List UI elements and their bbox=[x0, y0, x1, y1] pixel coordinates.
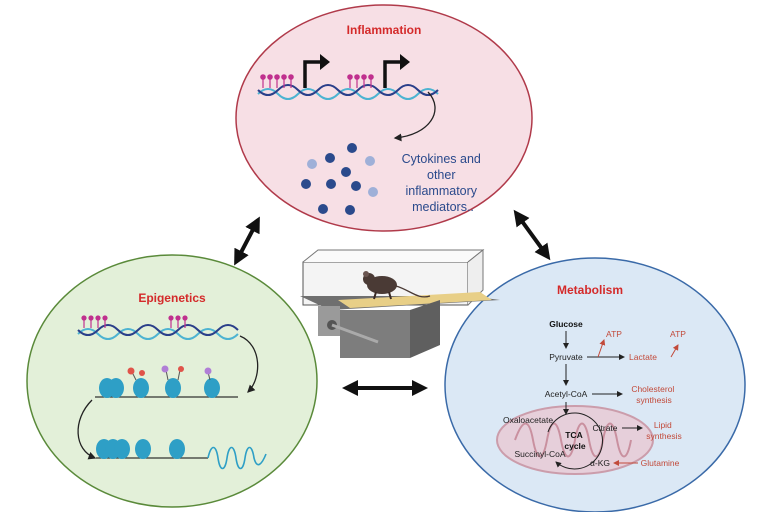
lipid-synthesis-label: Lipid synthesis bbox=[646, 420, 681, 441]
curved-arrow-icon bbox=[393, 91, 436, 142]
transcription-arrow-icon bbox=[303, 60, 402, 88]
succinyl-coa-label: Succinyl-CoA bbox=[514, 449, 565, 459]
tca-cycle-label: TCA cycle bbox=[564, 430, 586, 451]
oxaloacetate-label: Oxaloacetate bbox=[503, 415, 553, 425]
inflammation-panel: Inflammation bbox=[235, 4, 533, 232]
pyruvate-label: Pyruvate bbox=[549, 352, 583, 362]
glutamine-label: Glutamine bbox=[641, 458, 680, 468]
nucleosome-icon bbox=[95, 365, 238, 398]
dna-strand-icon bbox=[77, 315, 239, 340]
glucose-label: Glucose bbox=[549, 319, 583, 329]
curved-arrow-icon bbox=[77, 399, 97, 460]
dna-strand-icon bbox=[257, 74, 439, 100]
cytokines-caption: Cytokines and other inflammatory mediato… bbox=[402, 152, 485, 214]
cholesterol-label: Cholesterol synthesis bbox=[631, 384, 676, 405]
epigenetics-title: Epigenetics bbox=[138, 291, 206, 305]
lactate-label: Lactate bbox=[629, 352, 657, 362]
metabolism-panel: Metabolism Glucose Pyruvate ATP Lactate … bbox=[444, 257, 746, 512]
mitochondrion-icon bbox=[496, 405, 654, 475]
tca-cycle-ring bbox=[547, 412, 604, 470]
mouse-treadmill-icon bbox=[300, 248, 500, 358]
akg-label: α-KG bbox=[590, 458, 610, 468]
epigenetics-panel: Epigenetics bbox=[26, 254, 318, 508]
acetyl-coa-label: Acetyl-CoA bbox=[545, 389, 588, 399]
metabolism-title: Metabolism bbox=[557, 283, 623, 297]
nucleosome-icon bbox=[96, 439, 267, 470]
atp-label-1: ATP bbox=[606, 329, 622, 339]
atp-label-2: ATP bbox=[670, 329, 686, 339]
cytokine-dot-icon bbox=[301, 143, 378, 215]
double-headed-arrow-icon bbox=[234, 209, 551, 396]
citrate-label: Citrate bbox=[592, 423, 617, 433]
inflammation-title: Inflammation bbox=[347, 23, 422, 37]
curved-arrow-icon bbox=[239, 335, 259, 393]
